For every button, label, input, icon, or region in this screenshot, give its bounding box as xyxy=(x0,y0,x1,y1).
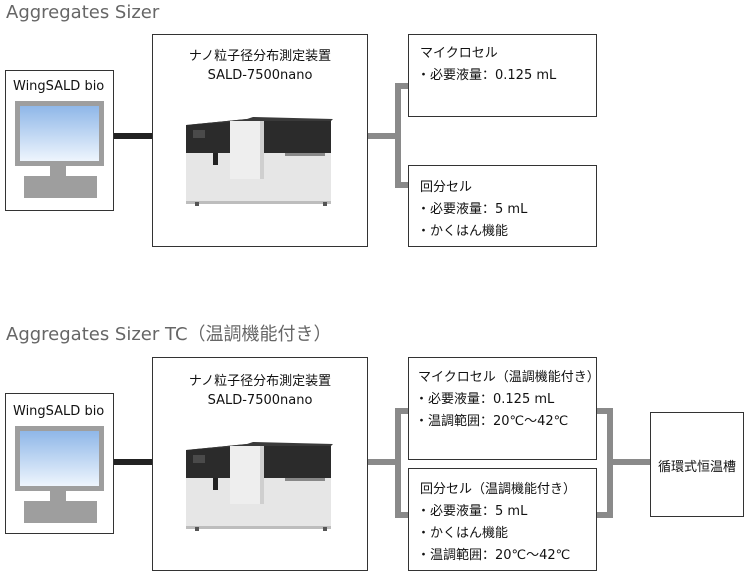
cell-spec: ・かくはん機能 xyxy=(417,526,509,541)
instrument-box: ナノ粒子径分布測定装置 SALD-7500nano xyxy=(152,357,368,571)
instrument-model: SALD-7500nano xyxy=(207,393,313,408)
connector-line xyxy=(395,512,408,518)
computer-icon xyxy=(15,426,104,523)
section-title: Aggregates Sizer xyxy=(6,2,160,23)
cell-spec: ・必要液量：5 mL xyxy=(417,504,528,519)
pc-label: WingSALD bio xyxy=(13,404,105,419)
connector-line xyxy=(395,408,401,518)
cell-spec: ・かくはん機能 xyxy=(417,224,509,239)
pc-cable xyxy=(114,133,152,139)
instrument-name: ナノ粒子径分布測定装置 xyxy=(188,374,332,389)
bath-label: 循環式恒温槽 xyxy=(657,460,736,475)
instrument-name: ナノ粒子径分布測定装置 xyxy=(188,49,332,64)
connector-line xyxy=(395,408,408,414)
instrument-image xyxy=(186,442,333,531)
micro-cell-box: マイクロセル ・必要液量：0.125 mL xyxy=(408,34,597,117)
connector-line xyxy=(610,459,650,465)
cell-title: 回分セル xyxy=(420,180,473,195)
micro-cell-tc-box: マイクロセル（温調機能付き） ・必要液量：0.125 mL ・温調範囲：20℃～… xyxy=(408,357,600,460)
cell-spec: ・必要液量：0.125 mL xyxy=(415,392,555,407)
connector-line xyxy=(368,133,398,139)
computer-icon xyxy=(15,101,104,198)
connector-line xyxy=(368,459,398,465)
instrument-box: ナノ粒子径分布測定装置 SALD-7500nano xyxy=(152,34,368,247)
connector-line xyxy=(597,408,610,414)
connector-line xyxy=(597,512,610,518)
pc-box: WingSALD bio xyxy=(5,70,114,211)
bath-box: 循環式恒温槽 xyxy=(650,412,744,517)
connector-line xyxy=(395,83,401,188)
cell-spec: ・温調範囲：20℃～42℃ xyxy=(415,414,569,429)
instrument-image xyxy=(186,117,333,206)
connector-line xyxy=(395,83,408,89)
cell-spec: ・温調範囲：20℃～42℃ xyxy=(417,548,571,563)
cell-title: マイクロセル xyxy=(420,46,498,61)
pc-cable xyxy=(114,459,152,465)
section-title: Aggregates Sizer TC（温調機能付き） xyxy=(6,324,332,345)
instrument-model: SALD-7500nano xyxy=(207,68,313,83)
cell-title: 回分セル（温調機能付き） xyxy=(420,482,577,497)
cell-spec: ・必要液量：0.125 mL xyxy=(417,68,557,83)
batch-cell-tc-box: 回分セル（温調機能付き） ・必要液量：5 mL ・かくはん機能 ・温調範囲：20… xyxy=(408,468,597,571)
connector-line xyxy=(395,182,408,188)
pc-label: WingSALD bio xyxy=(13,79,105,94)
cell-title: マイクロセル（温調機能付き） xyxy=(418,370,600,385)
pc-box: WingSALD bio xyxy=(5,393,114,534)
cell-spec: ・必要液量：5 mL xyxy=(417,202,528,217)
batch-cell-box: 回分セル ・必要液量：5 mL ・かくはん機能 xyxy=(408,165,597,247)
